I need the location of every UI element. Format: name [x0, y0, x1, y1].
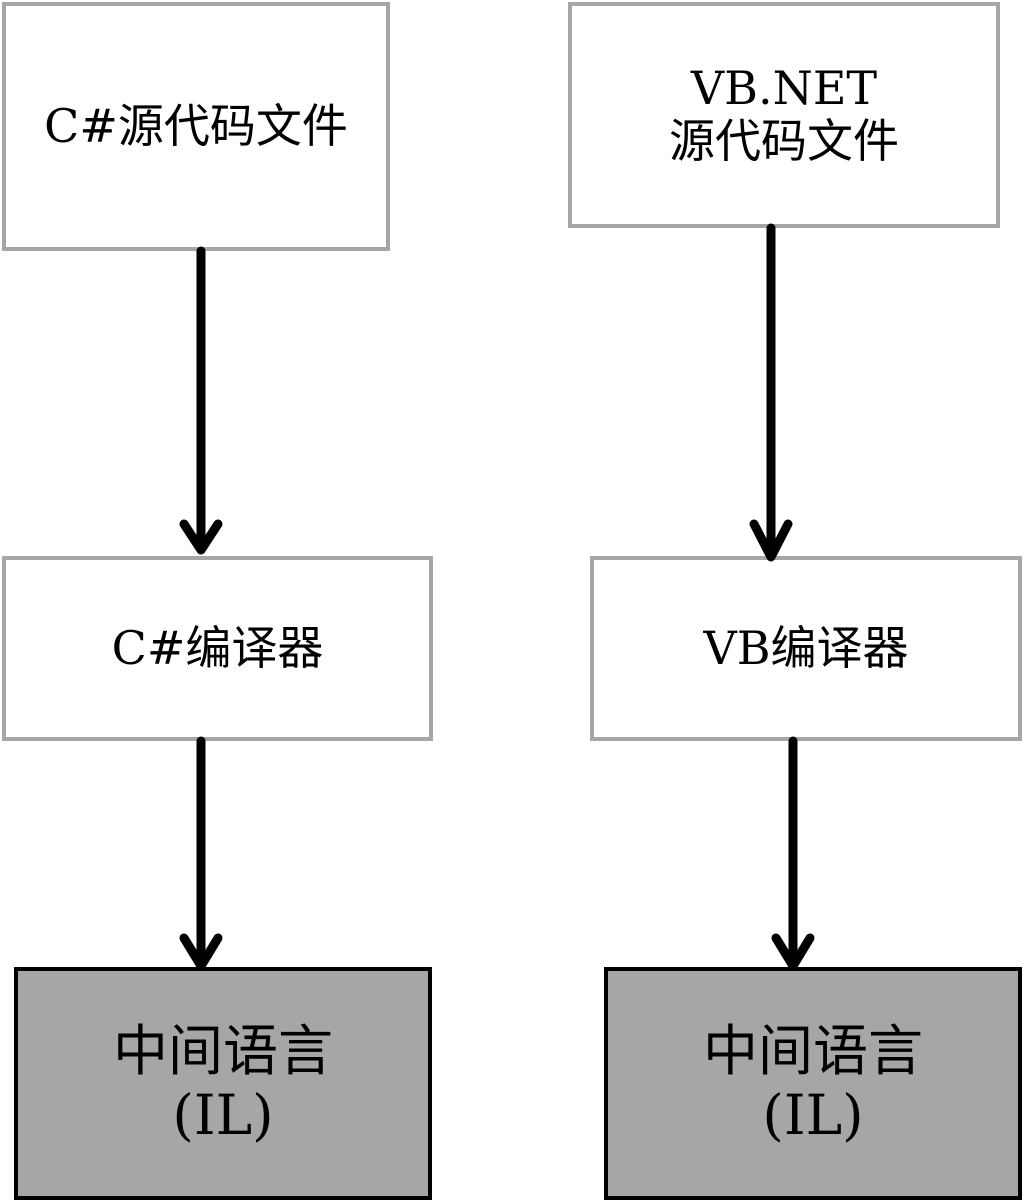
vb-compiler-box: VB编译器 [590, 556, 1022, 741]
csharp-source-box: C#源代码文件 [2, 2, 390, 251]
vb-il-label-line2: (IL) [762, 1082, 864, 1147]
csharp-il-label-line1: 中间语言 [112, 1019, 333, 1084]
arrow-csharp-compiler-to-il [179, 736, 223, 971]
vbnet-source-label-line2: 源代码文件 [669, 114, 899, 168]
vbnet-source-box: VB.NET 源代码文件 [568, 2, 1000, 228]
arrow-vb-compiler-to-il [771, 736, 815, 971]
vb-compiler-label: VB编译器 [703, 621, 909, 676]
csharp-source-label: C#源代码文件 [44, 99, 348, 154]
arrow-csharp-source-to-compiler [179, 246, 223, 555]
arrow-vb-source-to-compiler [749, 223, 793, 562]
csharp-compiler-box: C#编译器 [2, 556, 433, 741]
vb-il-label-line1: 中间语言 [702, 1019, 923, 1084]
csharp-il-label-line2: (IL) [172, 1082, 274, 1147]
csharp-il-box: 中间语言 (IL) [14, 967, 432, 1200]
vbnet-source-label-line1: VB.NET [690, 61, 878, 116]
vb-il-box: 中间语言 (IL) [604, 967, 1022, 1200]
csharp-compiler-label: C#编译器 [111, 621, 324, 676]
